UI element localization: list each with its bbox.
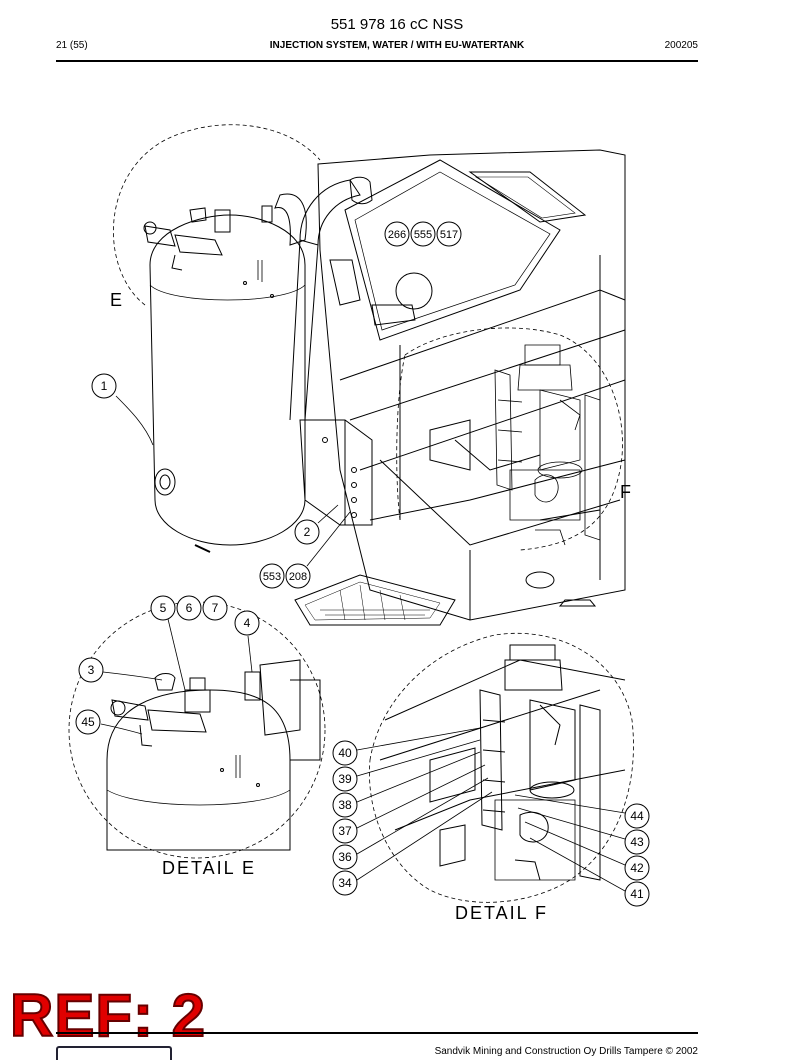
water-tank: [143, 205, 306, 553]
svg-text:40: 40: [338, 746, 352, 760]
callout-555: 555: [410, 221, 436, 247]
svg-text:7: 7: [212, 601, 219, 615]
section-title: INJECTION SYSTEM, WATER / WITH EU-WATERT…: [269, 40, 525, 51]
detail-e-view: [68, 601, 326, 859]
svg-text:41: 41: [630, 887, 644, 901]
machine-frame: [274, 149, 626, 621]
detail-f-label: DETAIL F: [455, 903, 548, 923]
svg-text:208: 208: [289, 571, 307, 583]
callout-43: 43: [624, 829, 650, 855]
callout-40: 40: [332, 740, 358, 766]
svg-text:39: 39: [338, 772, 352, 786]
svg-text:1: 1: [101, 379, 108, 393]
leader-lines: [100, 395, 626, 892]
callout-517: 517: [436, 221, 462, 247]
svg-text:4: 4: [244, 616, 251, 630]
svg-text:38: 38: [338, 798, 352, 812]
revision-date: 200205: [664, 40, 698, 51]
callout-5: 5: [150, 595, 176, 621]
callouts: 1 2 3 4 5 6 7 266 555 517 553 208 45 40 …: [75, 221, 650, 907]
callout-6: 6: [176, 595, 202, 621]
svg-text:5: 5: [160, 601, 167, 615]
svg-text:37: 37: [338, 824, 352, 838]
detail-circle-f-upper: [396, 327, 623, 551]
callout-1: 1: [91, 373, 117, 399]
svg-text:44: 44: [630, 809, 644, 823]
callout-41: 41: [624, 881, 650, 907]
callout-34: 34: [332, 870, 358, 896]
detail-f-view: [369, 632, 634, 903]
svg-text:6: 6: [186, 601, 193, 615]
exploded-parts-drawing: E F DETAIL E: [68, 124, 650, 923]
footer-rule: [56, 1032, 698, 1034]
document-number: 551 978 16 cC NSS: [330, 16, 464, 33]
svg-text:45: 45: [81, 715, 95, 729]
svg-text:553: 553: [263, 571, 281, 583]
svg-text:43: 43: [630, 835, 644, 849]
callout-7: 7: [202, 595, 228, 621]
svg-text:36: 36: [338, 850, 352, 864]
callout-2: 2: [294, 519, 320, 545]
view-letter-f-upper: F: [620, 482, 631, 502]
svg-text:42: 42: [630, 861, 644, 875]
tank-bracket: [299, 419, 373, 526]
valve-assembly: [494, 344, 601, 546]
svg-text:34: 34: [338, 876, 352, 890]
svg-text:266: 266: [388, 229, 406, 241]
callout-36: 36: [332, 844, 358, 870]
company-logo: [56, 1046, 172, 1060]
footer-copyright: Sandvik Mining and Construction Oy Drill…: [434, 1046, 698, 1057]
detail-circle-e-upper: [113, 124, 321, 306]
svg-text:555: 555: [414, 229, 432, 241]
callout-208: 208: [285, 563, 311, 589]
page-indicator: 21 (55): [56, 40, 88, 51]
callout-553: 553: [259, 563, 285, 589]
svg-text:2: 2: [304, 525, 311, 539]
callout-45: 45: [75, 709, 101, 735]
callout-37: 37: [332, 818, 358, 844]
callout-42: 42: [624, 855, 650, 881]
callout-266: 266: [384, 221, 410, 247]
ref-stamp: REF: 2: [9, 982, 207, 1049]
detail-e-label: DETAIL E: [162, 858, 256, 878]
callout-4: 4: [234, 610, 260, 636]
view-letter-e-upper: E: [110, 290, 122, 310]
svg-text:3: 3: [88, 663, 95, 677]
callout-44: 44: [624, 803, 650, 829]
access-step: [294, 574, 456, 626]
header-rule: [56, 60, 698, 62]
svg-text:517: 517: [440, 229, 458, 241]
callout-39: 39: [332, 766, 358, 792]
callout-38: 38: [332, 792, 358, 818]
callout-3: 3: [78, 657, 104, 683]
